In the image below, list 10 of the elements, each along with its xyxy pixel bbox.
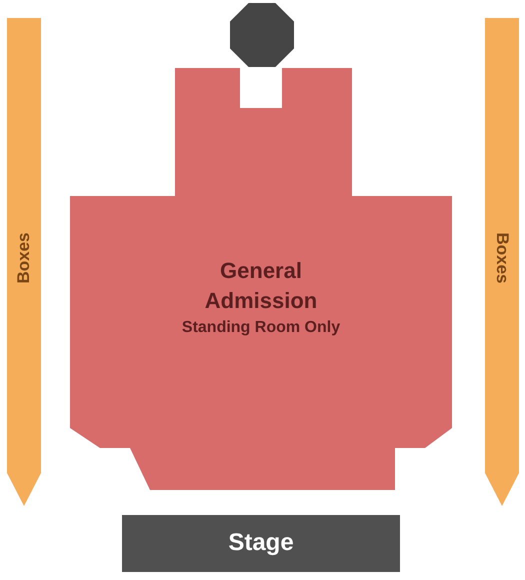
stage-label: Stage <box>227 528 295 558</box>
stage-block <box>122 515 400 572</box>
seating-section <box>7 18 41 506</box>
seating-section <box>485 18 519 506</box>
section-label: Boxes <box>492 232 512 284</box>
section-label: General Admission <box>204 257 318 315</box>
seating-section <box>230 3 294 67</box>
seating-section <box>70 68 452 490</box>
section-label: Boxes <box>14 232 34 284</box>
section-note: Standing Room Only <box>180 318 342 338</box>
